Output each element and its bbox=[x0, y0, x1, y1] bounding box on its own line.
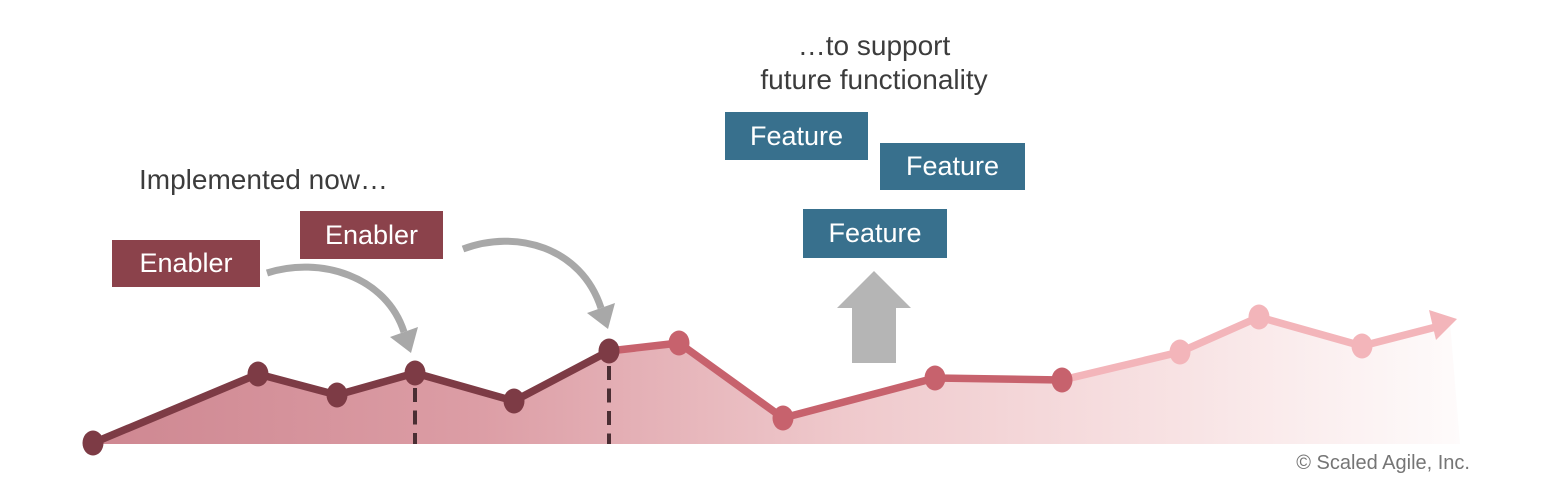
enabler-arrow-2-head-icon bbox=[587, 303, 615, 329]
implemented-now-label: Implemented now… bbox=[139, 164, 389, 195]
trend-point bbox=[82, 430, 104, 456]
trend-line-segment bbox=[1058, 348, 1184, 384]
future-functionality-label: …to support future functionality bbox=[624, 29, 1124, 97]
trend-arrowhead-icon bbox=[1429, 310, 1457, 340]
trend-line-segment bbox=[605, 339, 683, 355]
enabler-arrow-1-icon bbox=[265, 263, 408, 334]
feature-box-2-label: Feature bbox=[905, 151, 1000, 181]
enabler-arrow-2-icon bbox=[461, 237, 605, 310]
trend-line-segment bbox=[779, 374, 939, 422]
future-functionality-line2: future functionality bbox=[760, 64, 988, 95]
future-functionality-line1: …to support bbox=[797, 30, 951, 61]
trend-point bbox=[668, 330, 690, 356]
trend-line-segment bbox=[510, 347, 613, 405]
trend-point bbox=[924, 365, 946, 391]
trend-point bbox=[404, 360, 426, 386]
trend-line-segment bbox=[333, 369, 419, 399]
trend-line-segment bbox=[89, 370, 262, 447]
trend-line-segment bbox=[675, 339, 787, 422]
enabler-box-1-label: Enabler bbox=[139, 248, 233, 278]
feature-box-1: Feature bbox=[725, 112, 868, 160]
trend-point bbox=[772, 405, 794, 431]
trend-line-segment bbox=[1255, 313, 1366, 350]
trend-point bbox=[1169, 339, 1191, 365]
trend-dot-layer bbox=[82, 304, 1373, 456]
trend-point bbox=[1248, 304, 1270, 330]
trend-line-segment bbox=[1358, 323, 1440, 350]
trend-point bbox=[1051, 367, 1073, 393]
enabler-arrow-1-head-icon bbox=[390, 327, 418, 353]
trend-point bbox=[598, 338, 620, 364]
enabler-box-2: Enabler bbox=[300, 211, 443, 259]
chart-area-fill bbox=[93, 317, 1460, 444]
feature-box-3: Feature bbox=[803, 209, 947, 258]
trend-line-segment bbox=[931, 374, 1066, 384]
feature-box-1-label: Feature bbox=[749, 120, 844, 151]
feature-box-3-label: Feature bbox=[828, 218, 922, 248]
enabler-box-1: Enabler bbox=[112, 240, 260, 287]
trend-line-segment bbox=[254, 370, 341, 399]
enabler-box-2-label: Enabler bbox=[324, 219, 419, 250]
trend-line-layer bbox=[89, 313, 1440, 447]
milestone-dash-layer bbox=[413, 366, 611, 444]
feature-box-2: Feature bbox=[880, 143, 1025, 190]
trend-point bbox=[326, 382, 348, 408]
trend-point bbox=[247, 361, 269, 387]
block-arrow-up-icon bbox=[837, 271, 911, 363]
trend-point bbox=[503, 388, 525, 414]
copyright-notice: © Scaled Agile, Inc. bbox=[1296, 452, 1470, 474]
trend-line-segment bbox=[1176, 313, 1263, 356]
trend-line-segment bbox=[411, 369, 518, 405]
trend-point bbox=[1351, 333, 1373, 359]
chart-fill-layer bbox=[93, 317, 1460, 444]
